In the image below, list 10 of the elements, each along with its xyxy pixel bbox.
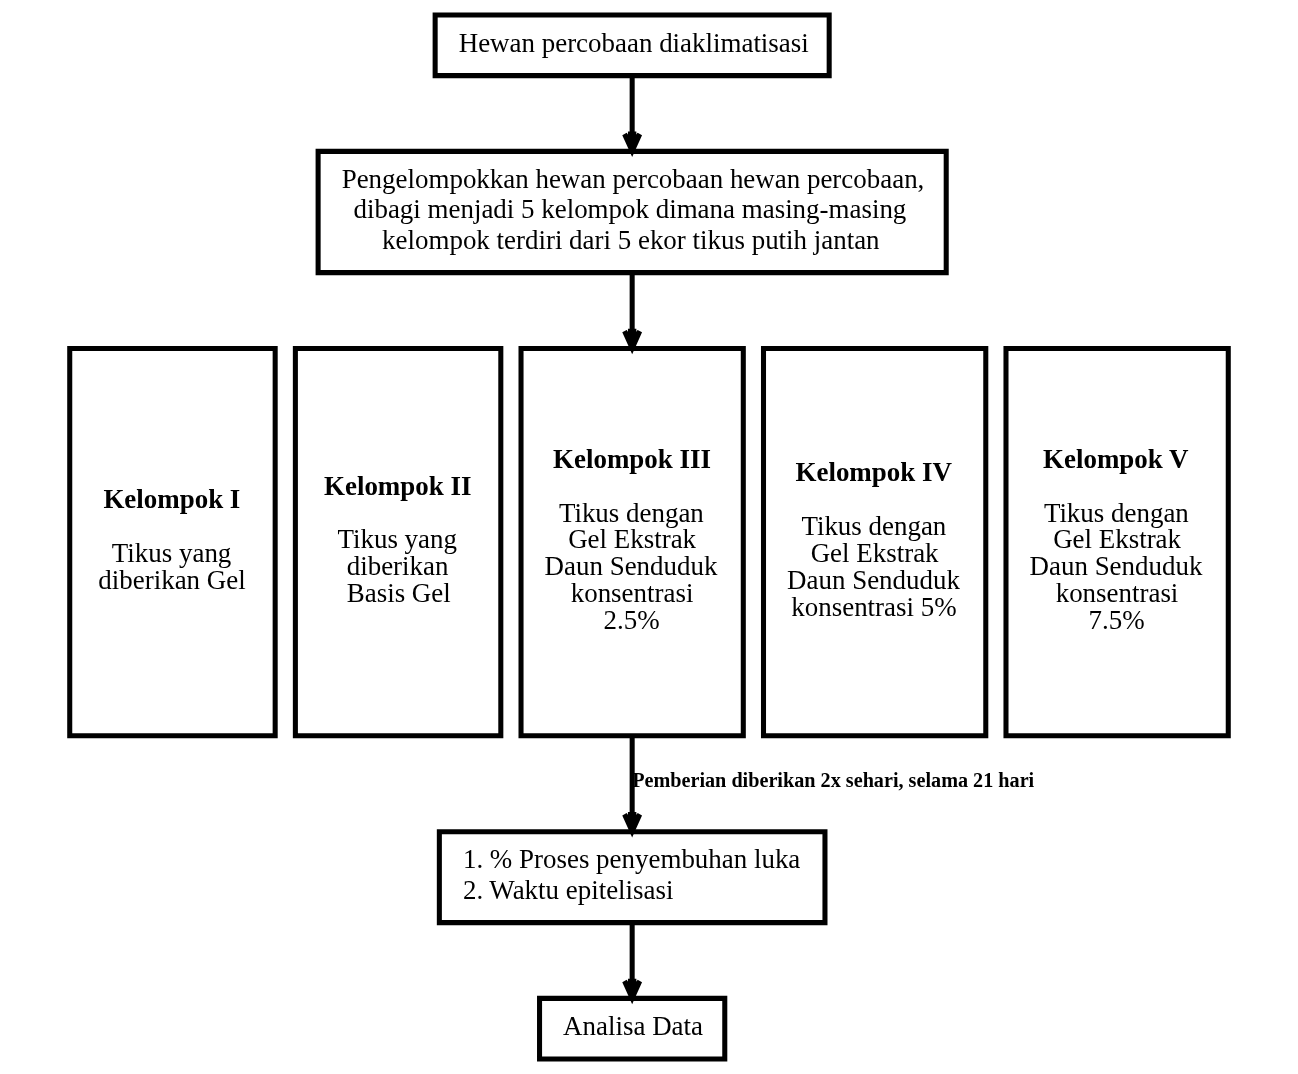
node-box: Kelompok III Tikus dengan Gel Ekstrak Daun Senduduk konsentrasi 2.5% <box>518 345 746 739</box>
node-box: Kelompok V Tikus dengan Gel Ekstrak Daun Senduduk konsentrasi 7.5% <box>1003 345 1231 739</box>
node-box: 1. % Proses penyembuhan luka 2. Waktu epitelisasi <box>436 829 828 926</box>
node-box: Kelompok I Tikus yang diberikan Gel <box>67 345 278 739</box>
arrow <box>622 76 643 154</box>
node-box: Kelompok IV Tikus dengan Gel Ekstrak Daun Senduduk konsentrasi 5% <box>761 345 989 739</box>
node-box: Hewan percobaan diaklimatisasi <box>432 12 832 79</box>
node-box: Kelompok II Tikus yang diberikan Basis Gel <box>292 345 504 739</box>
node-box: Analisa Data <box>537 995 728 1062</box>
node-box: Pengelompokkan hewan percobaan hewan percobaan, dibagi menjadi 5 kelompok dimana masing-masing kelompok terdiri dari 5 ekor tikus putih jantan <box>315 148 949 276</box>
